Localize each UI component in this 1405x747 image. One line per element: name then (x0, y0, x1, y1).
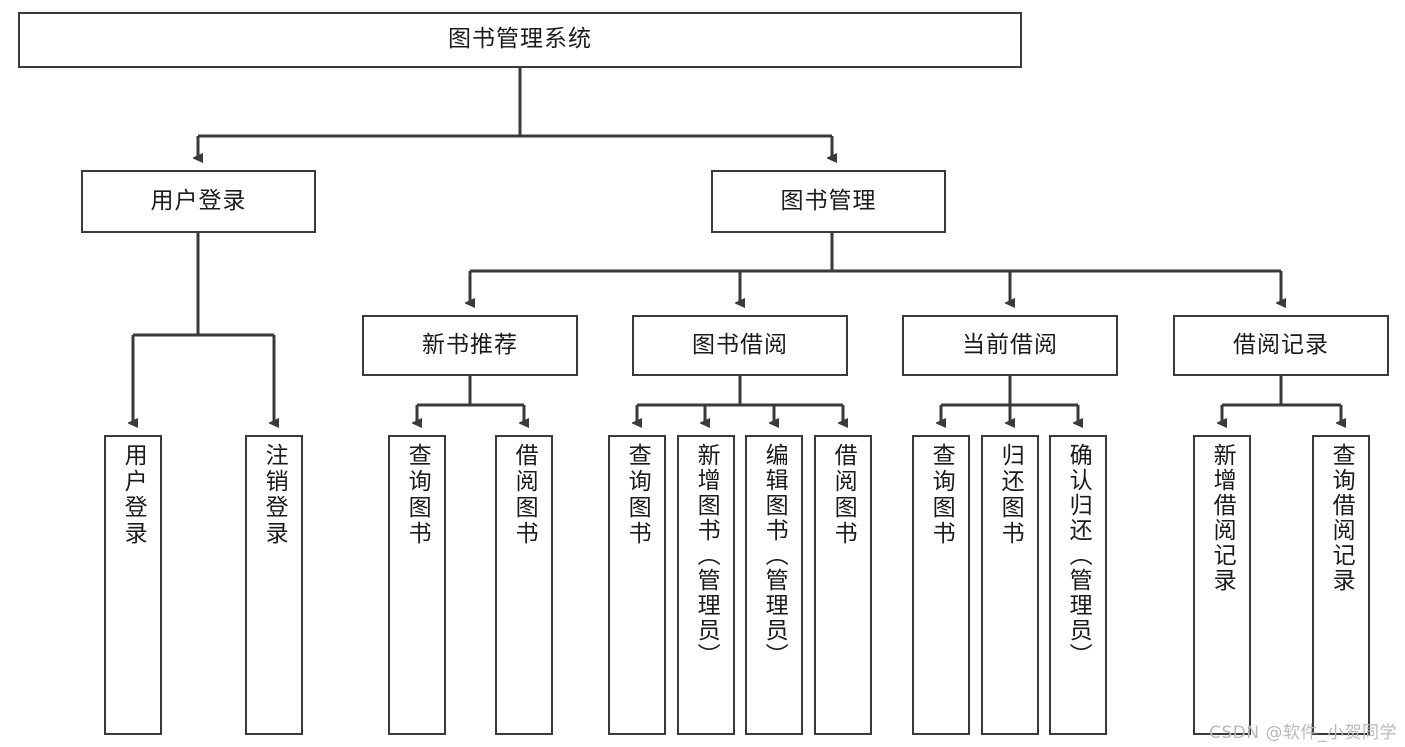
node-leaf-borrow-book-2[interactable]: 借阅图书 (814, 435, 872, 735)
node-leaf-user-login-label: 用户登录 (120, 443, 147, 547)
node-root[interactable]: 图书管理系统 (18, 12, 1022, 68)
node-current-borrow[interactable]: 当前借阅 (902, 315, 1118, 376)
node-leaf-add-book[interactable]: 新增图书（管理员） (677, 435, 735, 735)
node-leaf-borrow-book-2-label: 借阅图书 (830, 443, 857, 547)
node-new-book-recommend-label: 新书推荐 (422, 331, 518, 358)
node-leaf-query-book-1-label: 查询图书 (404, 443, 431, 547)
node-root-label: 图书管理系统 (448, 26, 592, 53)
node-leaf-logout[interactable]: 注销登录 (245, 435, 303, 735)
node-borrow-record-label: 借阅记录 (1233, 331, 1329, 358)
node-leaf-query-book-1[interactable]: 查询图书 (388, 435, 446, 735)
node-leaf-return-book[interactable]: 归还图书 (981, 435, 1039, 735)
node-leaf-borrow-book-1-label: 借阅图书 (511, 443, 538, 547)
node-leaf-query-record[interactable]: 查询借阅记录 (1312, 435, 1370, 735)
node-user-login[interactable]: 用户登录 (81, 170, 316, 233)
node-user-login-label: 用户登录 (150, 187, 247, 214)
node-leaf-add-record[interactable]: 新增借阅记录 (1193, 435, 1251, 735)
node-leaf-add-book-label: 新增图书（管理员） (693, 443, 720, 668)
node-leaf-borrow-book-1[interactable]: 借阅图书 (495, 435, 553, 735)
node-book-borrow-label: 图书借阅 (692, 331, 788, 358)
node-new-book-recommend[interactable]: 新书推荐 (362, 315, 578, 376)
node-leaf-return-book-label: 归还图书 (997, 443, 1024, 547)
node-borrow-record[interactable]: 借阅记录 (1173, 315, 1389, 376)
node-leaf-query-book-3-label: 查询图书 (928, 443, 955, 547)
node-leaf-logout-label: 注销登录 (261, 443, 288, 547)
node-leaf-query-book-3[interactable]: 查询图书 (912, 435, 970, 735)
node-leaf-query-book-2-label: 查询图书 (624, 443, 651, 547)
node-leaf-query-record-label: 查询借阅记录 (1328, 443, 1355, 593)
node-book-management-label: 图书管理 (780, 187, 877, 214)
node-leaf-confirm-return[interactable]: 确认归还（管理员） (1049, 435, 1107, 735)
node-current-borrow-label: 当前借阅 (962, 331, 1058, 358)
node-leaf-edit-book-label: 编辑图书（管理员） (761, 443, 788, 668)
node-leaf-confirm-return-label: 确认归还（管理员） (1065, 443, 1092, 668)
node-leaf-query-book-2[interactable]: 查询图书 (608, 435, 666, 735)
node-book-management[interactable]: 图书管理 (711, 170, 946, 233)
watermark: CSDN @软件_小贺同学 (1209, 723, 1397, 743)
node-leaf-add-record-label: 新增借阅记录 (1209, 443, 1236, 593)
node-book-borrow[interactable]: 图书借阅 (632, 315, 848, 376)
node-leaf-edit-book[interactable]: 编辑图书（管理员） (745, 435, 803, 735)
node-leaf-user-login[interactable]: 用户登录 (104, 435, 162, 735)
